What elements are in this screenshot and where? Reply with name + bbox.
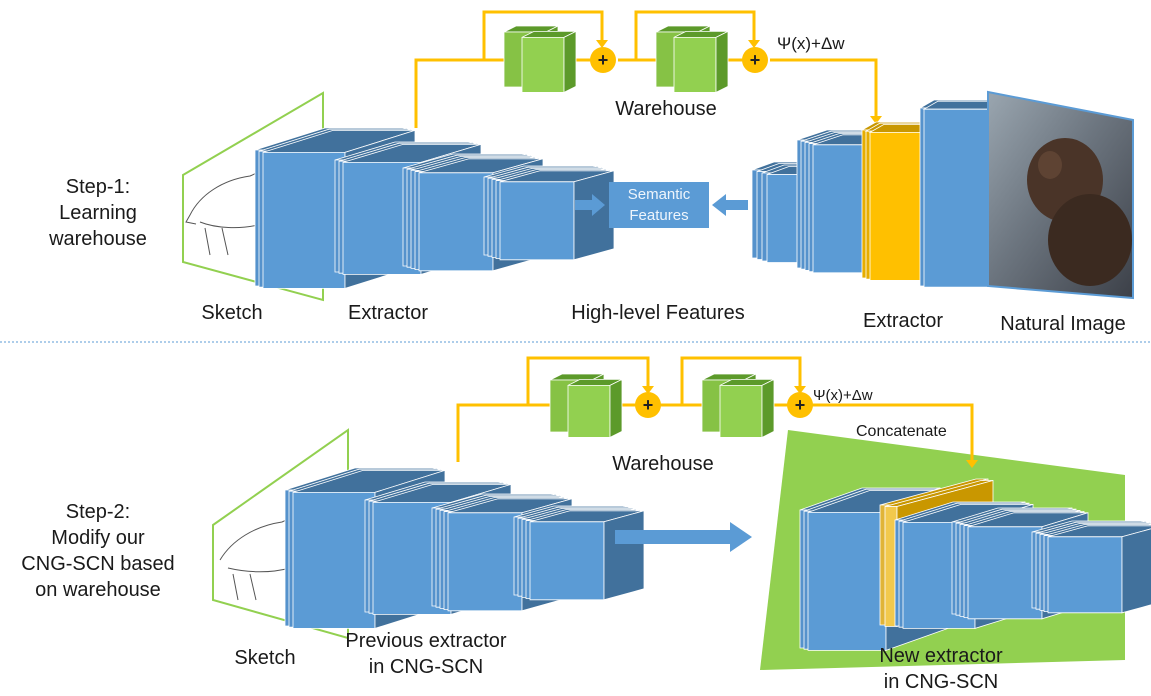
step2-concatenate-label: Concatenate bbox=[856, 423, 947, 440]
step2-label: Step-2: Modify our CNG-SCN based on ware… bbox=[21, 499, 174, 603]
warehouse-filter-front bbox=[673, 37, 717, 93]
step2-previous-line: Previous extractor bbox=[345, 630, 507, 652]
semantic-line: Features bbox=[629, 207, 689, 224]
step1-left-extractor-blocks bbox=[254, 127, 615, 289]
step2-previous-line: in CNG-SCN bbox=[368, 656, 484, 678]
conv-block-side bbox=[603, 510, 645, 601]
step1-extractor-left-label: Extractor bbox=[347, 302, 429, 324]
conv-block-front bbox=[807, 512, 887, 651]
warehouse-filter-side bbox=[715, 30, 729, 94]
step1-warehouse-branch bbox=[414, 10, 882, 128]
conv-block-side bbox=[573, 170, 615, 261]
step1-formula: Ψ(x)+Δw bbox=[777, 34, 845, 53]
conv-block-side bbox=[1121, 528, 1151, 614]
semantic-features-box: Semantic Features bbox=[609, 182, 709, 228]
conv-block-front bbox=[447, 512, 523, 612]
step2-plus-node-2: + bbox=[787, 392, 813, 418]
conv-block-front bbox=[499, 181, 575, 261]
warehouse-filter-front bbox=[719, 384, 763, 438]
step1-right-extractor-blocks bbox=[751, 99, 1026, 288]
plus-symbol: + bbox=[750, 50, 761, 70]
step2-concatenate-line bbox=[812, 403, 978, 468]
step1-sketch-label: Sketch bbox=[201, 302, 263, 324]
warehouse-filter-front bbox=[567, 384, 611, 438]
step2-label-line: Step-2: bbox=[65, 501, 131, 523]
step2-sketch-label: Sketch bbox=[234, 647, 296, 669]
conv-block-front bbox=[1047, 536, 1123, 614]
step2-new-line: in CNG-SCN bbox=[883, 671, 999, 693]
warehouse-filter-side bbox=[761, 378, 775, 439]
step2-previous-label: Previous extractor in CNG-SCN bbox=[345, 628, 506, 680]
step2-label-line: on warehouse bbox=[35, 579, 161, 601]
step1-plus-node-2: + bbox=[742, 47, 768, 73]
step1-natural-image-label: Natural Image bbox=[1000, 313, 1126, 335]
step2-previous-extractor-blocks bbox=[284, 467, 645, 629]
plus-symbol: + bbox=[795, 395, 806, 415]
step2-plus-node-1: + bbox=[635, 392, 661, 418]
natural-image bbox=[987, 90, 1134, 300]
step2-label-line: Modify our bbox=[51, 527, 145, 549]
step1-arrow-from-right bbox=[712, 194, 748, 216]
step1-warehouse-filters bbox=[503, 25, 729, 94]
conv-block-front bbox=[418, 172, 494, 272]
step2-new-extractor-blocks bbox=[799, 478, 1151, 651]
semantic-line: Semantic bbox=[627, 186, 691, 203]
step1-label-line: Learning bbox=[59, 202, 137, 224]
conv-block-front bbox=[292, 491, 376, 629]
step1-label-line: warehouse bbox=[49, 228, 147, 250]
step1-warehouse-label: Warehouse bbox=[615, 98, 717, 120]
step2-warehouse-filters bbox=[549, 373, 775, 439]
step2-label-line: CNG-SCN based bbox=[21, 553, 175, 575]
warehouse-filter-side bbox=[609, 378, 623, 439]
step1-arrow-to-semantic bbox=[575, 194, 605, 216]
step2-warehouse-label: Warehouse bbox=[612, 453, 714, 475]
step1-plus-node-1: + bbox=[590, 47, 616, 73]
warehouse-filter-front bbox=[521, 37, 565, 93]
step1-label: Step-1: Learning warehouse bbox=[49, 174, 147, 252]
step1-label-line: Step-1: bbox=[65, 176, 131, 198]
step2-big-arrow bbox=[615, 522, 752, 552]
plus-symbol: + bbox=[643, 395, 654, 415]
step2-new-label: New extractor in CNG-SCN bbox=[879, 643, 1002, 695]
step1-extractor-right-label: Extractor bbox=[862, 310, 944, 332]
step2-new-line: New extractor bbox=[879, 645, 1003, 667]
conv-block-front bbox=[262, 151, 346, 289]
warehouse-filter-side bbox=[563, 30, 577, 94]
conv-block-front bbox=[529, 521, 605, 601]
step2-formula: Ψ(x)+Δw bbox=[813, 387, 873, 404]
step1-high-level-label: High-level Features bbox=[571, 302, 745, 324]
conv-block-front bbox=[967, 526, 1043, 620]
plus-symbol: + bbox=[598, 50, 609, 70]
